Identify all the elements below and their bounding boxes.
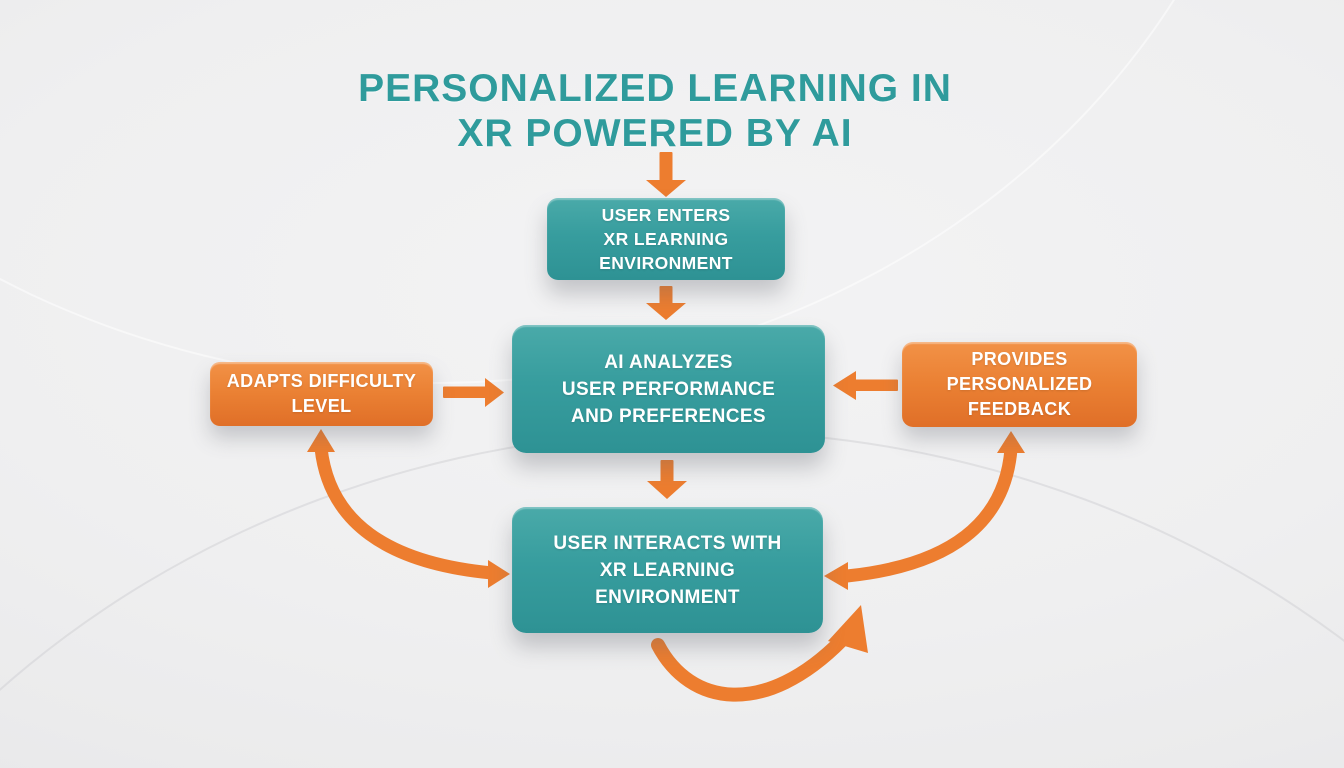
node-provides-feedback: PROVIDES PERSONALIZED FEEDBACK — [902, 342, 1137, 427]
arrow-provides-to-ai-analyzes — [833, 371, 898, 400]
node-adapts-difficulty: ADAPTS DIFFICULTY LEVEL — [210, 362, 433, 426]
arrow-curve-user-interacts-provides — [824, 431, 1025, 590]
node-provides-feedback-label: PROVIDES PERSONALIZED FEEDBACK — [946, 349, 1093, 419]
arrow-curve-user-interacts-adapts — [307, 429, 510, 588]
arrow-start-to-user-enters — [646, 152, 686, 197]
node-user-enters: USER ENTERS XR LEARNING ENVIRONMENT — [547, 198, 785, 280]
node-adapts-difficulty-label: ADAPTS DIFFICULTY LEVEL — [226, 371, 417, 416]
diagram-title: PERSONALIZED LEARNING IN XR POWERED BY A… — [358, 67, 952, 156]
arrow-user-enters-to-ai-analyzes — [646, 286, 686, 320]
arrow-ai-analyzes-to-user-interacts — [647, 460, 687, 499]
node-user-interacts: USER INTERACTS WITH XR LEARNING ENVIRONM… — [512, 507, 823, 633]
node-user-enters-label: USER ENTERS XR LEARNING ENVIRONMENT — [599, 205, 733, 273]
node-ai-analyzes: AI ANALYZES USER PERFORMANCE AND PREFERE… — [512, 325, 825, 453]
arrow-adapts-to-ai-analyzes — [443, 378, 504, 407]
node-ai-analyzes-label: AI ANALYZES USER PERFORMANCE AND PREFERE… — [561, 351, 776, 427]
node-user-interacts-label: USER INTERACTS WITH XR LEARNING ENVIRONM… — [553, 532, 782, 608]
